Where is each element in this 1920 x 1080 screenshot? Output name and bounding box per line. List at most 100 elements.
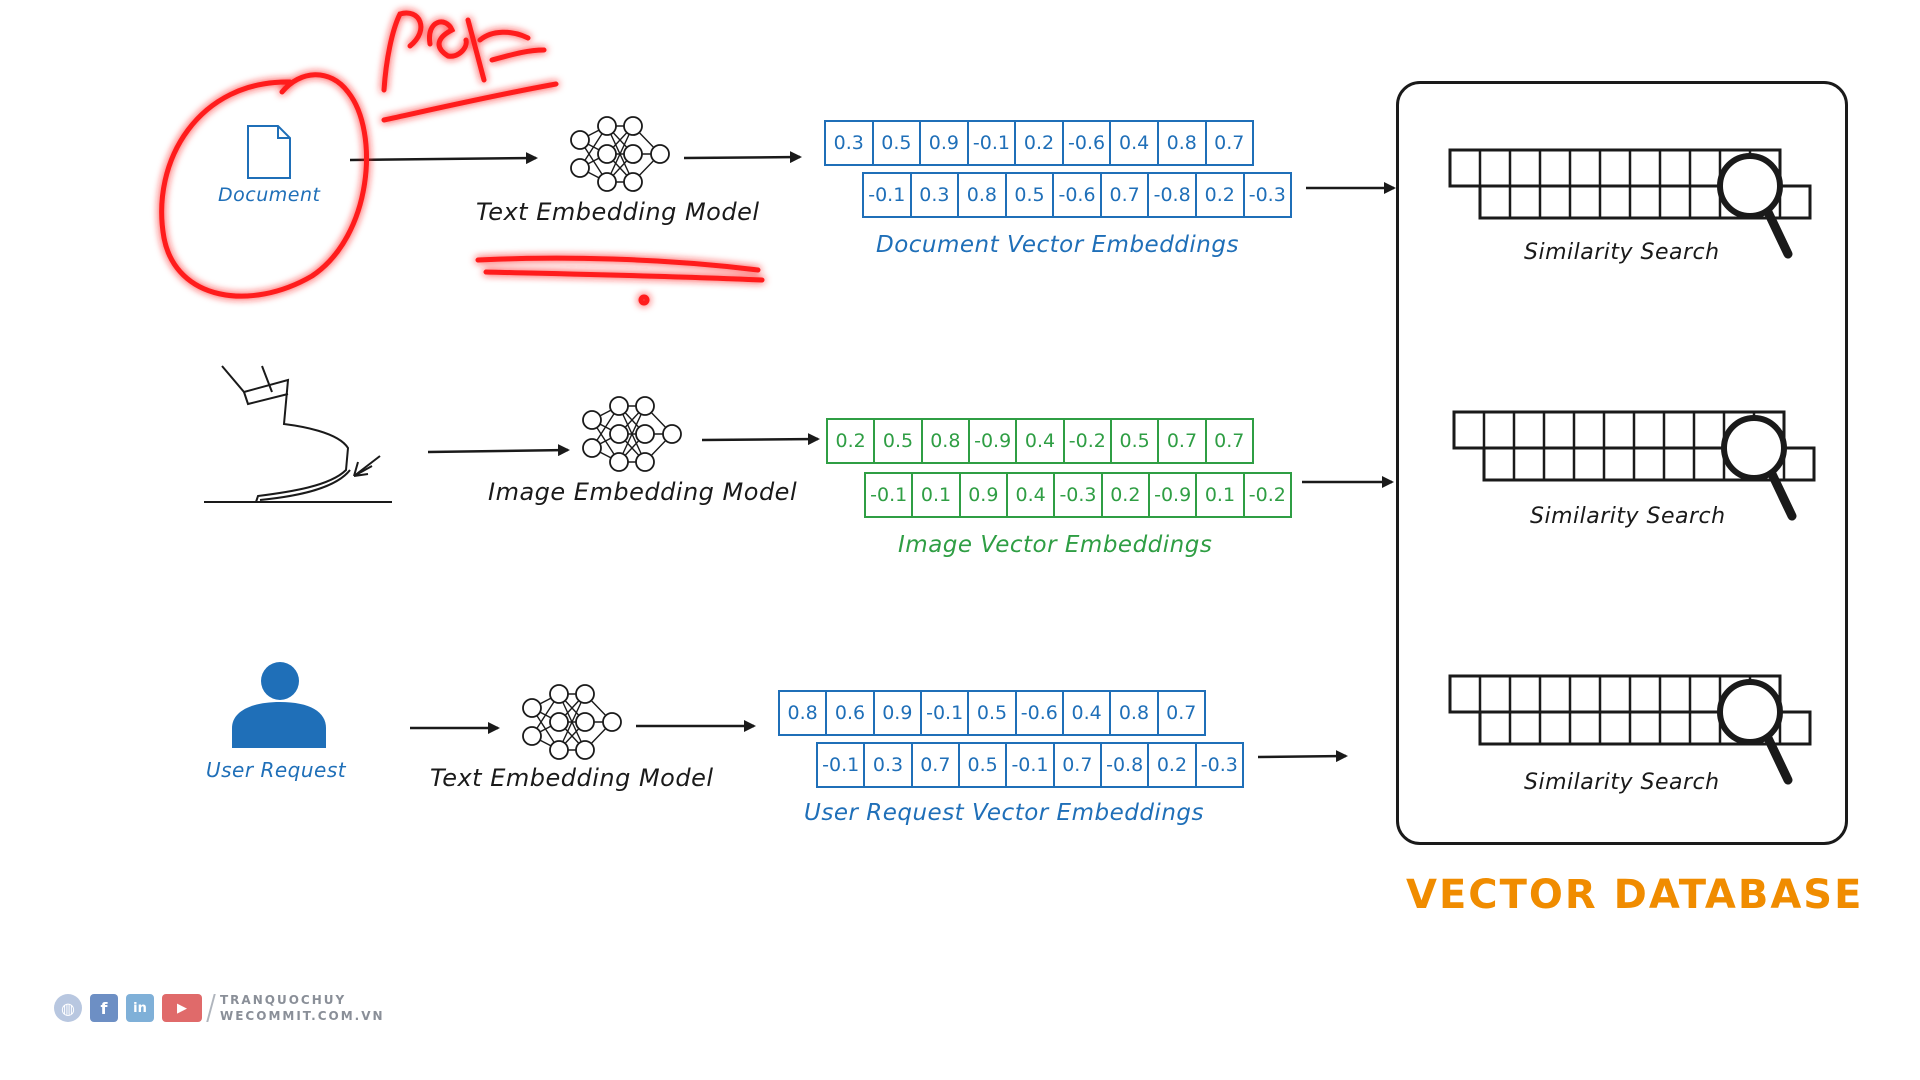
annotation-underline-top — [381, 81, 559, 123]
footer-line-2: WECOMMIT.COM.VN — [220, 1009, 385, 1023]
vector-cell: -0.8 — [1149, 174, 1197, 216]
document-label: Document — [218, 184, 321, 206]
neural-network-icon — [582, 396, 682, 472]
vector-cell: 0.5 — [875, 420, 923, 462]
vector-cell: 0.7 — [1055, 744, 1102, 786]
vector-cell: 0.1 — [1197, 474, 1245, 516]
vector-cell: 0.7 — [1166, 702, 1197, 724]
vector-cell: -0.3 — [1055, 474, 1103, 516]
vector-cell: 0.5 — [874, 122, 922, 164]
globe-icon[interactable]: ◍ — [54, 994, 82, 1022]
annotation-pdf-letters — [381, 10, 547, 93]
vector-cell: -0.1 — [818, 744, 866, 786]
arrow-user-vector-to-db — [1257, 750, 1348, 763]
neural-network-icon — [570, 116, 670, 192]
vector-cell: -0.1 — [969, 122, 1017, 164]
vector-cell: -0.3 — [1200, 754, 1238, 776]
vector-cell: 0.7 — [1214, 430, 1245, 452]
youtube-icon[interactable]: ▶ — [162, 994, 202, 1022]
arrow-model-to-vector — [683, 151, 802, 164]
vector-cell: 0.5 — [1112, 420, 1160, 462]
arrow-image-to-model — [427, 444, 570, 457]
document-vector-label: Document Vector Embeddings — [876, 232, 1239, 258]
footer-watermark: ◍ f in ▶ TRANQUOCHUY WECOMMIT.COM.VN — [54, 992, 385, 1024]
vector-cell: 0.8 — [959, 174, 1007, 216]
vector-cell: 0.8 — [1111, 692, 1159, 734]
vector-cell: 0.4 — [1008, 474, 1056, 516]
vector-cell: 0.2 — [1197, 174, 1245, 216]
vector-cell: 0.8 — [923, 420, 970, 462]
vector-cell: 0.1 — [913, 474, 961, 516]
vector-database-container — [1396, 81, 1848, 845]
text-embedding-model-label-2: Text Embedding Model — [430, 764, 714, 792]
vector-cell: 0.3 — [865, 744, 913, 786]
vector-cell: 0.9 — [875, 692, 922, 734]
vector-cell: 0.3 — [826, 122, 874, 164]
vector-cell: 0.6 — [827, 692, 875, 734]
annotation-circle — [159, 72, 369, 299]
linkedin-icon[interactable]: in — [126, 994, 154, 1022]
vector-cell: 0.9 — [961, 474, 1008, 516]
vector-cell: 0.2 — [828, 420, 876, 462]
similarity-search-label-3: Similarity Search — [1524, 770, 1720, 795]
vector-cell: -0.2 — [1248, 484, 1286, 506]
similarity-search-icon — [1452, 410, 1816, 521]
vector-cell: -0.9 — [1150, 474, 1198, 516]
vector-cell: -0.3 — [1248, 184, 1286, 206]
vector-cell: 0.4 — [1064, 692, 1112, 734]
vector-cell: -0.2 — [1065, 420, 1112, 462]
similarity-search-label-2: Similarity Search — [1530, 504, 1726, 529]
vector-cell: 0.8 — [1159, 122, 1207, 164]
neural-network-icon — [522, 684, 622, 760]
vector-cell: 0.7 — [1102, 174, 1150, 216]
similarity-search-icon — [1448, 148, 1812, 259]
footer-text: TRANQUOCHUY WECOMMIT.COM.VN — [220, 992, 385, 1024]
vector-database-title: VECTOR DATABASE — [1406, 872, 1864, 918]
vector-cell: 0.3 — [912, 174, 960, 216]
vector-cell: -0.1 — [866, 474, 914, 516]
image-vector-label: Image Vector Embeddings — [898, 532, 1213, 558]
footer-line-1: TRANQUOCHUY — [220, 993, 347, 1007]
vector-cell: 0.4 — [1017, 420, 1065, 462]
user-icon — [232, 662, 326, 748]
vector-cell: -0.1 — [864, 174, 912, 216]
vector-cell: -0.6 — [1017, 692, 1064, 734]
document-icon — [247, 125, 291, 179]
vector-cell: -0.1 — [922, 692, 970, 734]
vector-cell: -0.9 — [970, 420, 1018, 462]
arrow-document-to-model — [349, 152, 538, 165]
vector-cell: 0.7 — [1214, 132, 1245, 154]
vector-cell: 0.7 — [1159, 420, 1207, 462]
annotation-underline-model — [475, 255, 765, 283]
footer-divider — [206, 994, 216, 1022]
vector-cell: 0.2 — [1103, 474, 1150, 516]
vector-cell: -0.8 — [1102, 744, 1150, 786]
vector-cell: 0.5 — [1007, 174, 1055, 216]
vector-cell: 0.5 — [960, 744, 1008, 786]
vector-cell: 0.4 — [1111, 122, 1159, 164]
user-request-label: User Request — [206, 758, 347, 782]
similarity-search-label-1: Similarity Search — [1524, 240, 1720, 265]
vector-cell: -0.6 — [1054, 174, 1102, 216]
image-embedding-model-label: Image Embedding Model — [488, 478, 798, 506]
vector-cell: -0.1 — [1007, 744, 1055, 786]
text-embedding-model-label-1: Text Embedding Model — [476, 198, 760, 226]
facebook-icon[interactable]: f — [90, 994, 118, 1022]
vector-cell: 0.7 — [913, 744, 960, 786]
vector-cell: 0.2 — [1016, 122, 1064, 164]
red-annotation — [159, 10, 765, 306]
vector-cell: 0.8 — [780, 692, 828, 734]
vector-cell: 0.9 — [921, 122, 969, 164]
vector-cell: 0.2 — [1149, 744, 1197, 786]
vector-cell: -0.6 — [1064, 122, 1112, 164]
user-request-vector-label: User Request Vector Embeddings — [804, 800, 1204, 826]
vector-cell: 0.5 — [969, 692, 1017, 734]
